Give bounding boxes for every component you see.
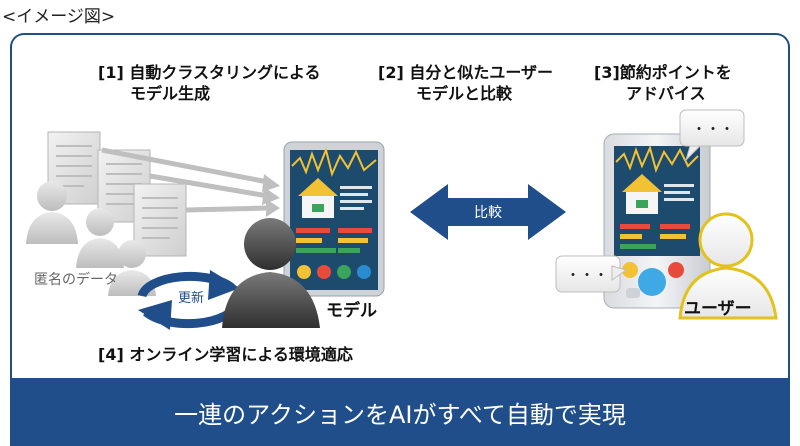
step-3-label: [3]節約ポイントを アドバイス xyxy=(594,62,732,104)
model-person-silhouette xyxy=(222,218,320,328)
user-person-silhouette xyxy=(678,212,778,320)
figure-caption: <イメージ図> xyxy=(2,7,116,27)
step-2-label: [2] 自分と似たユーザー モデルと比較 xyxy=(378,62,553,104)
person-icon xyxy=(76,208,124,268)
step-4-line-1: [4] オンライン学習による環境適応 xyxy=(98,345,353,364)
data-to-model-arrows xyxy=(101,147,280,217)
user-label: ユーザー xyxy=(684,299,752,319)
update-label: 更新 xyxy=(178,290,204,306)
speech-bubble-left xyxy=(555,255,628,293)
speech-dots-top: ・・・ xyxy=(692,122,734,138)
compare-label: 比較 xyxy=(474,205,502,221)
anonymous-data-label: 匿名のデータ xyxy=(34,271,118,288)
anonymous-people xyxy=(26,181,156,296)
step-3-line-2: アドバイス xyxy=(626,84,706,103)
house-icon xyxy=(298,178,338,196)
speech-dots-left: ・・・ xyxy=(566,268,608,284)
model-label: モデル xyxy=(326,300,377,321)
step-2-line-2: モデルと比較 xyxy=(416,84,513,103)
bottom-banner: 一連のアクションをAIがすべて自動で実現 xyxy=(10,378,790,446)
house-icon xyxy=(622,174,662,192)
bottom-banner-text: 一連のアクションをAIがすべて自動で実現 xyxy=(174,400,626,429)
model-phone xyxy=(283,141,385,297)
step-2-line-1: [2] 自分と似たユーザー xyxy=(378,63,554,82)
user-phone xyxy=(603,133,711,309)
compare-double-arrow xyxy=(410,184,566,240)
speech-bubble-top xyxy=(679,109,745,162)
anonymous-data-documents xyxy=(47,131,187,257)
document-icon xyxy=(133,183,187,257)
step-1-label: [1] 自動クラスタリングによる モデル生成 xyxy=(98,62,321,104)
step-3-line-1: [3]節約ポイントを xyxy=(594,63,732,82)
step-1-line-2: モデル生成 xyxy=(130,84,211,103)
step-4-label: [4] オンライン学習による環境適応 xyxy=(98,344,353,365)
person-icon xyxy=(26,181,78,244)
step-1-line-1: [1] 自動クラスタリングによる xyxy=(98,63,321,82)
